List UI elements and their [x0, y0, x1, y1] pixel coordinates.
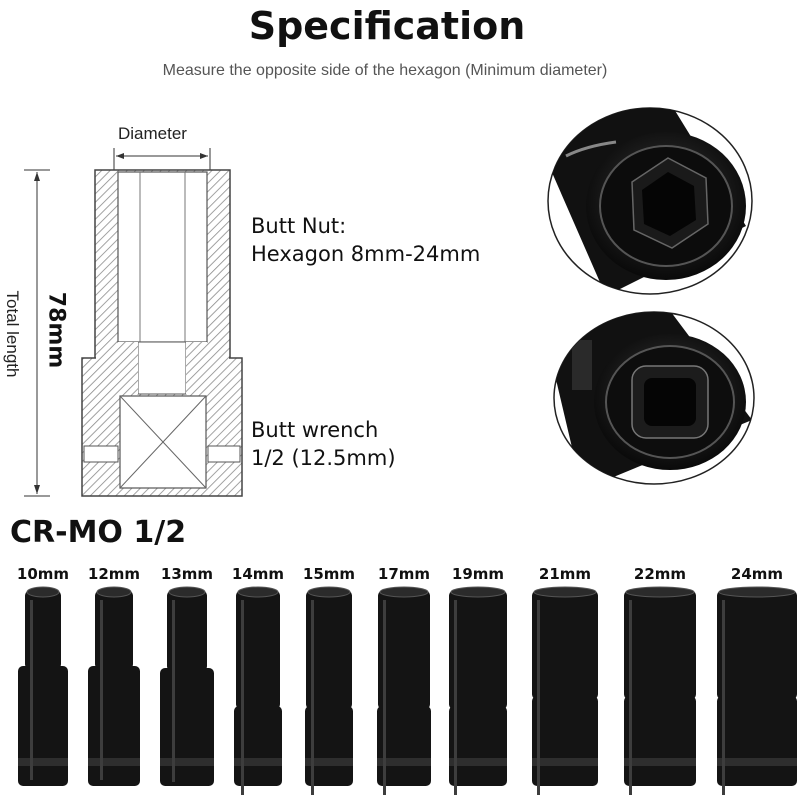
socket-13mm	[160, 586, 214, 786]
size-label-14mm: 14mm	[231, 565, 285, 583]
socket-10mm	[18, 586, 68, 786]
size-label-24mm: 24mm	[730, 565, 784, 583]
socket-24mm	[717, 586, 797, 795]
square-drive-closeup-icon	[553, 311, 755, 485]
butt-nut-label: Butt Nut:	[251, 214, 347, 238]
hex-opening-closeup-icon	[547, 107, 753, 295]
socket-17mm	[377, 586, 431, 795]
diameter-label: Diameter	[118, 124, 187, 143]
socket-22mm	[624, 586, 696, 795]
total-length-label: Total length	[3, 290, 22, 378]
size-label-22mm: 22mm	[633, 565, 687, 583]
socket-set-row	[18, 586, 797, 795]
page-title: Specification	[248, 4, 526, 48]
socket-cross-section-diagram	[24, 148, 243, 497]
size-label-15mm: 15mm	[302, 565, 356, 583]
socket-15mm	[305, 586, 353, 795]
length-value: 78mm	[43, 291, 69, 369]
butt-wrench-spec: Butt wrench 1/2 (12.5mm)	[251, 416, 396, 472]
socket-19mm	[449, 586, 507, 795]
socket-12mm	[88, 586, 140, 786]
set-title: CR-MO 1/2	[10, 515, 187, 550]
size-label-19mm: 19mm	[451, 565, 505, 583]
size-label-21mm: 21mm	[538, 565, 592, 583]
butt-wrench-label: Butt wrench	[251, 418, 379, 442]
size-label-13mm: 13mm	[160, 565, 214, 583]
page-subtitle: Measure the opposite side of the hexagon…	[162, 62, 608, 79]
size-label-10mm: 10mm	[16, 565, 70, 583]
butt-wrench-value: 1/2 (12.5mm)	[251, 446, 396, 470]
butt-nut-value: Hexagon 8mm-24mm	[251, 242, 481, 266]
socket-21mm	[532, 586, 598, 795]
size-label-12mm: 12mm	[87, 565, 141, 583]
butt-nut-spec: Butt Nut: Hexagon 8mm-24mm	[251, 212, 480, 268]
size-label-17mm: 17mm	[377, 565, 431, 583]
socket-14mm	[234, 586, 282, 795]
